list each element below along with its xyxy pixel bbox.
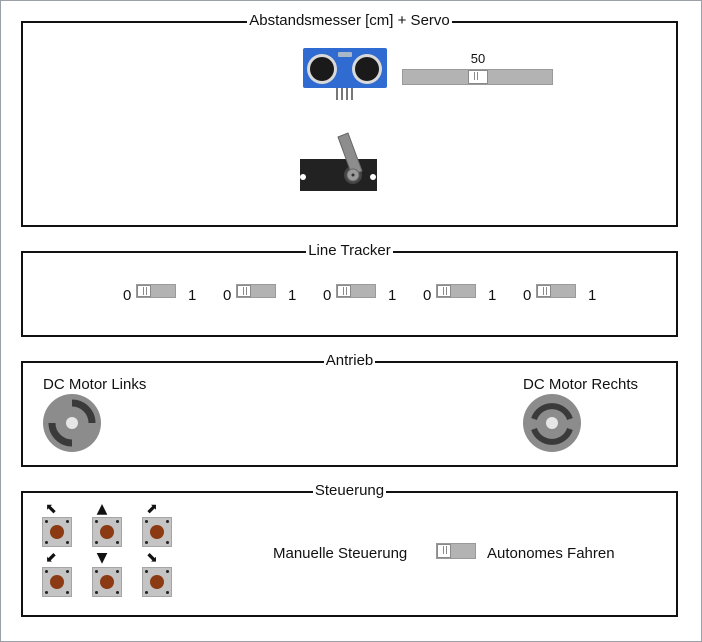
- group-title: Abstandsmesser [cm] + Servo: [247, 12, 452, 29]
- tracker-2-low-label: 0: [223, 287, 232, 304]
- tracker-5-low-label: 0: [523, 287, 532, 304]
- distance-slider[interactable]: [402, 69, 553, 85]
- slider-value: 50: [470, 51, 486, 66]
- group-line-tracker: Line Tracker 0 1 0 1 0 1 0 1 0 1: [21, 242, 678, 337]
- tracker-5-high-label: 1: [588, 287, 597, 304]
- motor-left-label: DC Motor Links: [43, 376, 147, 393]
- tracker-2-switch[interactable]: [236, 284, 276, 298]
- tracker-2-high-label: 1: [288, 287, 297, 304]
- servo-icon: [300, 132, 377, 191]
- group-drive: Antrieb DC Motor Links DC Motor Rechts: [21, 352, 678, 467]
- button-down-right[interactable]: [142, 567, 172, 597]
- group-title: Line Tracker: [306, 242, 393, 259]
- slider-thumb[interactable]: [468, 70, 488, 84]
- motor-left-icon: [43, 394, 101, 452]
- arrow-up-icon: ▲: [96, 501, 108, 517]
- mode-switch[interactable]: [436, 543, 476, 559]
- arrow-up-right-icon: ⬈: [146, 501, 158, 517]
- group-title: Antrieb: [323, 352, 376, 369]
- tracker-5-switch[interactable]: [536, 284, 576, 298]
- tracker-3-low-label: 0: [323, 287, 332, 304]
- button-down-left[interactable]: [42, 567, 72, 597]
- tracker-4-switch[interactable]: [436, 284, 476, 298]
- group-control: Steuerung ⬉ ▲ ⬈ ⬋ ▼ ⬊ Manuelle Steuerung…: [21, 482, 678, 617]
- tracker-4-low-label: 0: [423, 287, 432, 304]
- tracker-3-switch[interactable]: [336, 284, 376, 298]
- ultrasonic-sensor-icon: [303, 48, 387, 100]
- group-title: Steuerung: [312, 482, 387, 499]
- tracker-1-low-label: 0: [123, 287, 132, 304]
- button-up-left[interactable]: [42, 517, 72, 547]
- arrow-up-left-icon: ⬉: [45, 501, 57, 517]
- button-up[interactable]: [92, 517, 122, 547]
- tracker-3-high-label: 1: [388, 287, 397, 304]
- mode-auto-label: Autonomes Fahren: [487, 545, 615, 562]
- arrow-down-icon: ▼: [96, 550, 108, 566]
- arrow-down-left-icon: ⬋: [45, 550, 57, 566]
- arrow-down-right-icon: ⬊: [146, 550, 158, 566]
- mode-manual-label: Manuelle Steuerung: [273, 545, 408, 562]
- button-up-right[interactable]: [142, 517, 172, 547]
- motor-right-label: DC Motor Rechts: [523, 376, 639, 393]
- motor-right-icon: [523, 394, 581, 452]
- tracker-1-high-label: 1: [188, 287, 197, 304]
- tracker-1-switch[interactable]: [136, 284, 176, 298]
- group-distance-servo: Abstandsmesser [cm] + Servo 50: [21, 12, 678, 227]
- tracker-4-high-label: 1: [488, 287, 497, 304]
- button-down[interactable]: [92, 567, 122, 597]
